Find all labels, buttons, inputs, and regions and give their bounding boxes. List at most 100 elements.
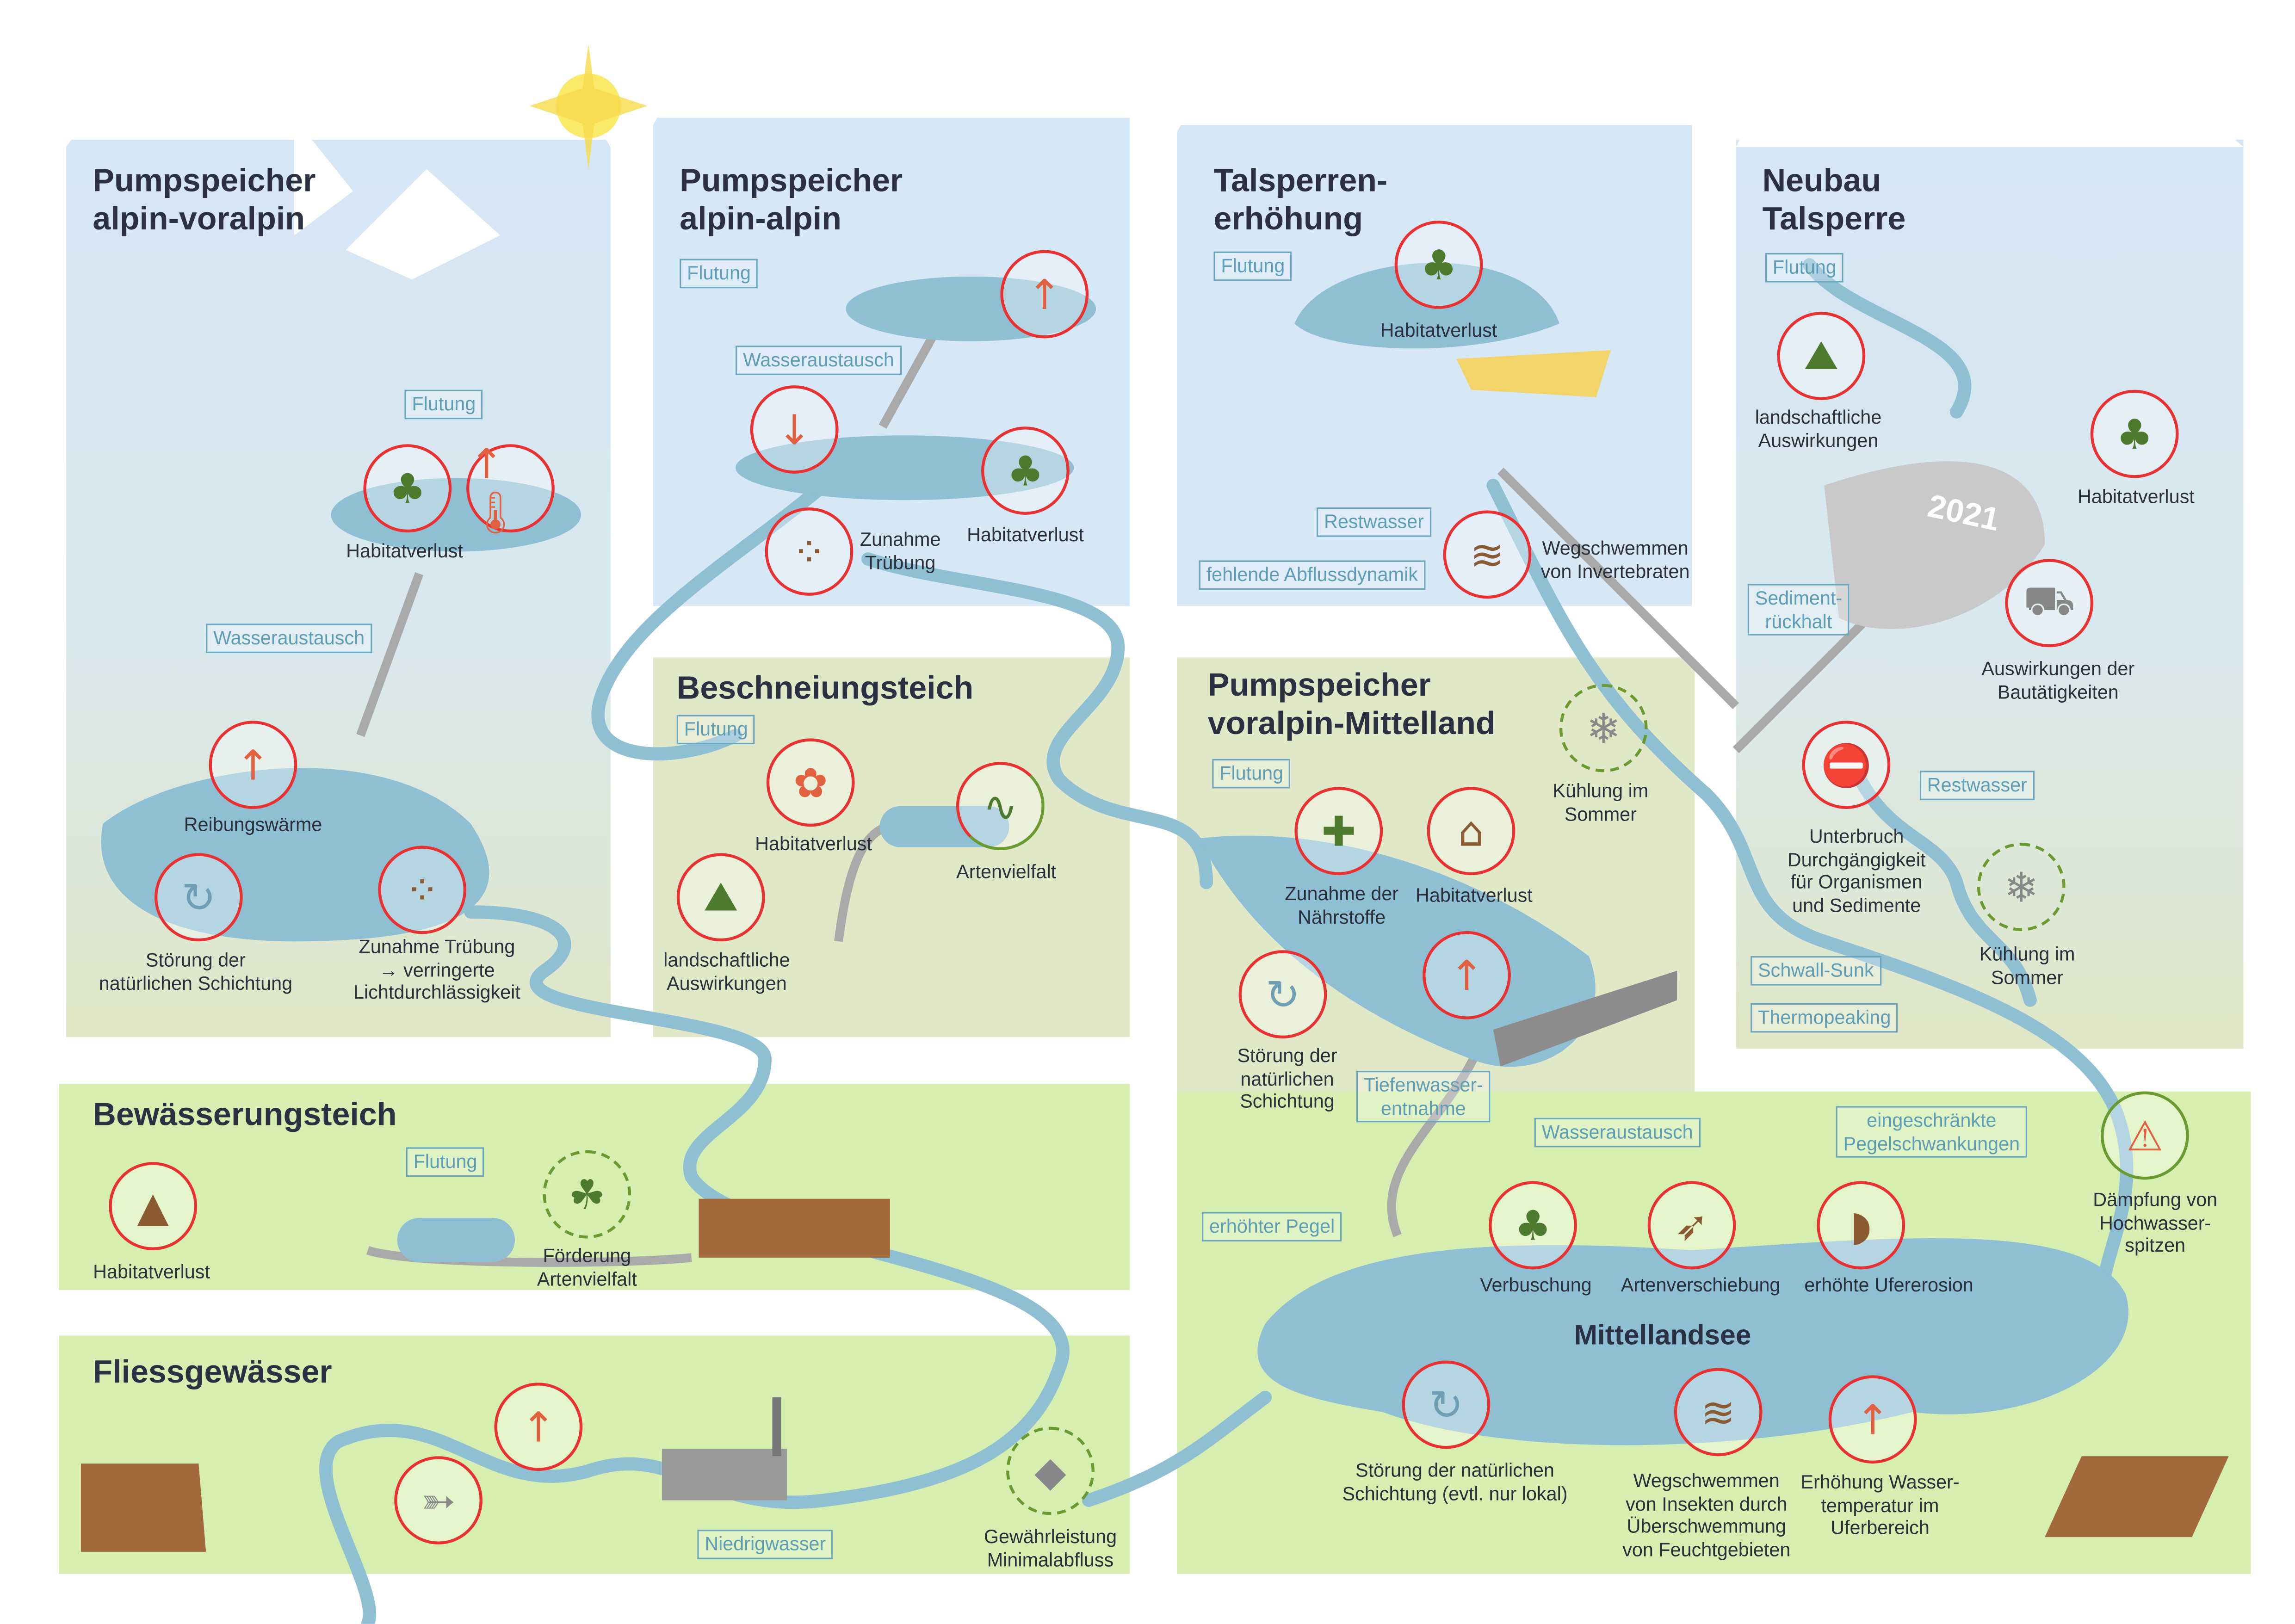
impact-label: Erhöhung Wasser- temperatur im Uferberei… [1800,1471,1960,1539]
bird-icon: ➶ [1674,1201,1709,1250]
title-pumpspeicher-alpin-alpin: Pumpspeicher alpin-alpin [680,161,903,238]
tag-flutung: Flutung [680,259,758,288]
impact-label: Habitatverlust [1380,319,1497,341]
impact-landschaft: ⛰ [676,853,765,942]
positive-kuehlung-sommer: ❄ [1559,684,1648,772]
shrubs-icon: ♣ [1514,1201,1552,1250]
impact-temperature-rise: ↑ [1000,250,1089,339]
impact-label: erhöhte Ufererosion [1804,1273,1973,1296]
salamander-icon: ∿ [983,782,1018,831]
impact-fish: ➳ [394,1456,483,1544]
impact-label: Wegschwemmen von Invertebraten [1540,537,1690,582]
impact-reibungswaerme: ↑ [209,721,297,809]
construction-icon: ⛟ [2023,575,2075,624]
trees-icon: ♣ [2116,409,2153,458]
trees-icon: ♣ [1007,446,1044,495]
impact-artenverschiebung: ➶ [1647,1181,1736,1270]
impact-habitatverlust: ✿ [766,738,855,827]
turbidity-icon: ⁘ [405,865,439,914]
title-bewaesserungsteich: Bewässerungsteich [93,1096,397,1133]
positive-hochwasserdaempfung: ⚠ [2101,1091,2189,1180]
impact-wegschwemmen-invertebraten: ≋ [1443,510,1532,599]
snowflake-fish-icon: ❄ [2004,863,2039,912]
impact-stratification: ↻ [154,853,243,942]
impact-label: Habitatverlust [93,1260,210,1283]
tag-eingeschraenkte-pegelschwankungen: eingeschränkte Pegelschwankungen [1836,1106,2027,1158]
positive-kuehlung-sommer: ❄ [1977,843,2066,931]
tag-flutung: Flutung [406,1147,485,1176]
title-pumpspeicher-alpin-voralpin: Pumpspeicher alpin-voralpin [93,161,316,238]
tag-schwall-sunk: Schwall-Sunk [1751,956,1881,985]
flooded-house-icon: ⌂ [1458,807,1485,856]
panel-fliessgewaesser [59,1335,1130,1574]
thermometer-up-icon: ↑ [1027,270,1062,319]
tag-thermopeaking: Thermopeaking [1751,1003,1899,1032]
fields [80,1198,2229,1552]
impact-label: Störung der natürlichen Schichtung [1237,1044,1337,1112]
sun-icon [529,44,648,169]
tag-tiefenwasserentnahme: Tiefenwasser- entnahme [1356,1071,1491,1123]
thermometer-down-icon: ↓ [777,405,812,454]
impact-label: Zunahme Trübung [860,528,941,573]
impact-wassertemperatur: ↑ [1828,1375,1917,1464]
turbidity-icon: ⁘ [792,527,827,576]
tag-fehlende-abflussdynamik: fehlende Abflussdynamik [1199,560,1425,589]
impact-habitatverlust: ♣ [363,444,452,533]
impact-habitatverlust: ♣ [2090,389,2179,478]
impact-label: Zunahme der Nährstoffe [1285,883,1399,928]
tag-restwasser: Restwasser [1919,771,2035,800]
impact-label: Störung der natürlichen Schichtung [99,949,293,994]
landscape-icon: ⛰ [1804,331,1839,380]
impact-bautaetigkeiten: ⛟ [2005,559,2094,648]
impact-label: Habitatverlust [1415,884,1533,906]
thermometer-up-icon: ↑ [235,741,271,790]
positive-label: Gewährleistung Minimalabfluss [984,1525,1117,1570]
impact-habitatverlust: ⌂ [1427,787,1516,876]
impact-wegschwemmen-insekten: ≋ [1674,1368,1763,1457]
tag-wasseraustausch: Wasseraustausch [206,624,372,653]
flood-sign-icon: ⚠ [2126,1111,2164,1160]
impact-habitatverlust: ♣ [981,426,1070,515]
title-talsperrenerhoehung: Talsperren- erhöhung [1213,161,1388,238]
impact-label: landschaftliche Auswirkungen [663,949,790,994]
tag-sedimentrueckhalt: Sediment- rückhalt [1747,584,1850,636]
impact-stratification: ↻ [1402,1360,1491,1449]
tag-flutung: Flutung [1765,253,1844,282]
tag-flutung: Flutung [1212,759,1291,788]
impact-label: Artenverschiebung [1621,1273,1781,1296]
mountains [66,22,2244,280]
title-beschneiungsteich: Beschneiungsteich [676,669,974,706]
thermometer-up-icon: ↑ [521,1402,556,1451]
impact-label: Zunahme Trübung → verringerte Lichtdurch… [353,935,520,1004]
positive-artenvielfalt: ☘ [543,1150,631,1239]
impact-temperature-rise: ↑ [494,1383,583,1471]
impact-label: landschaftliche Auswirkungen [1755,406,1882,451]
nutrients-icon: ✚ [1321,807,1356,856]
impact-turbidity: ⁘ [765,507,854,596]
impact-habitatverlust: ▲ [109,1162,198,1250]
impact-naehrstoffe: ✚ [1294,787,1383,876]
positive-label: Kühlung im Sommer [1979,943,2075,988]
stratification-icon: ↻ [181,873,216,922]
bird-icon: ▲ [137,1182,169,1231]
mixed-artenvielfalt: ∿ [956,762,1045,851]
title-fliessgewaesser: Fliessgewässer [93,1353,332,1390]
tag-erhoehter-pegel: erhöhter Pegel [1202,1212,1342,1241]
impact-label: Wegschwemmen von Insekten durch Überschw… [1622,1469,1791,1561]
tag-niedrigwasser: Niedrigwasser [697,1530,834,1559]
title-mittellandsee: Mittellandsee [1574,1321,1751,1352]
impact-verbuschung: ♣ [1489,1181,1577,1270]
positive-label: Kühlung im Sommer [1553,779,1649,825]
pipelines [356,292,1901,1267]
impact-label: Störung der natürlichen Schichtung (evtl… [1342,1459,1568,1504]
impact-label: Reibungswärme [184,813,322,836]
barrier-fish-icon: ⛔ [1820,741,1872,790]
frog-icon: ☘ [568,1170,606,1219]
impact-habitatverlust: ♣ [1394,221,1483,309]
flower-icon: ✿ [793,758,828,807]
impact-stratification: ↻ [1238,950,1327,1039]
thermometer-up-icon: ↑ [1855,1395,1890,1444]
impact-temperature-rise: ↑ [1423,931,1511,1019]
snowflake-fish-icon: ❄ [1586,704,1621,753]
